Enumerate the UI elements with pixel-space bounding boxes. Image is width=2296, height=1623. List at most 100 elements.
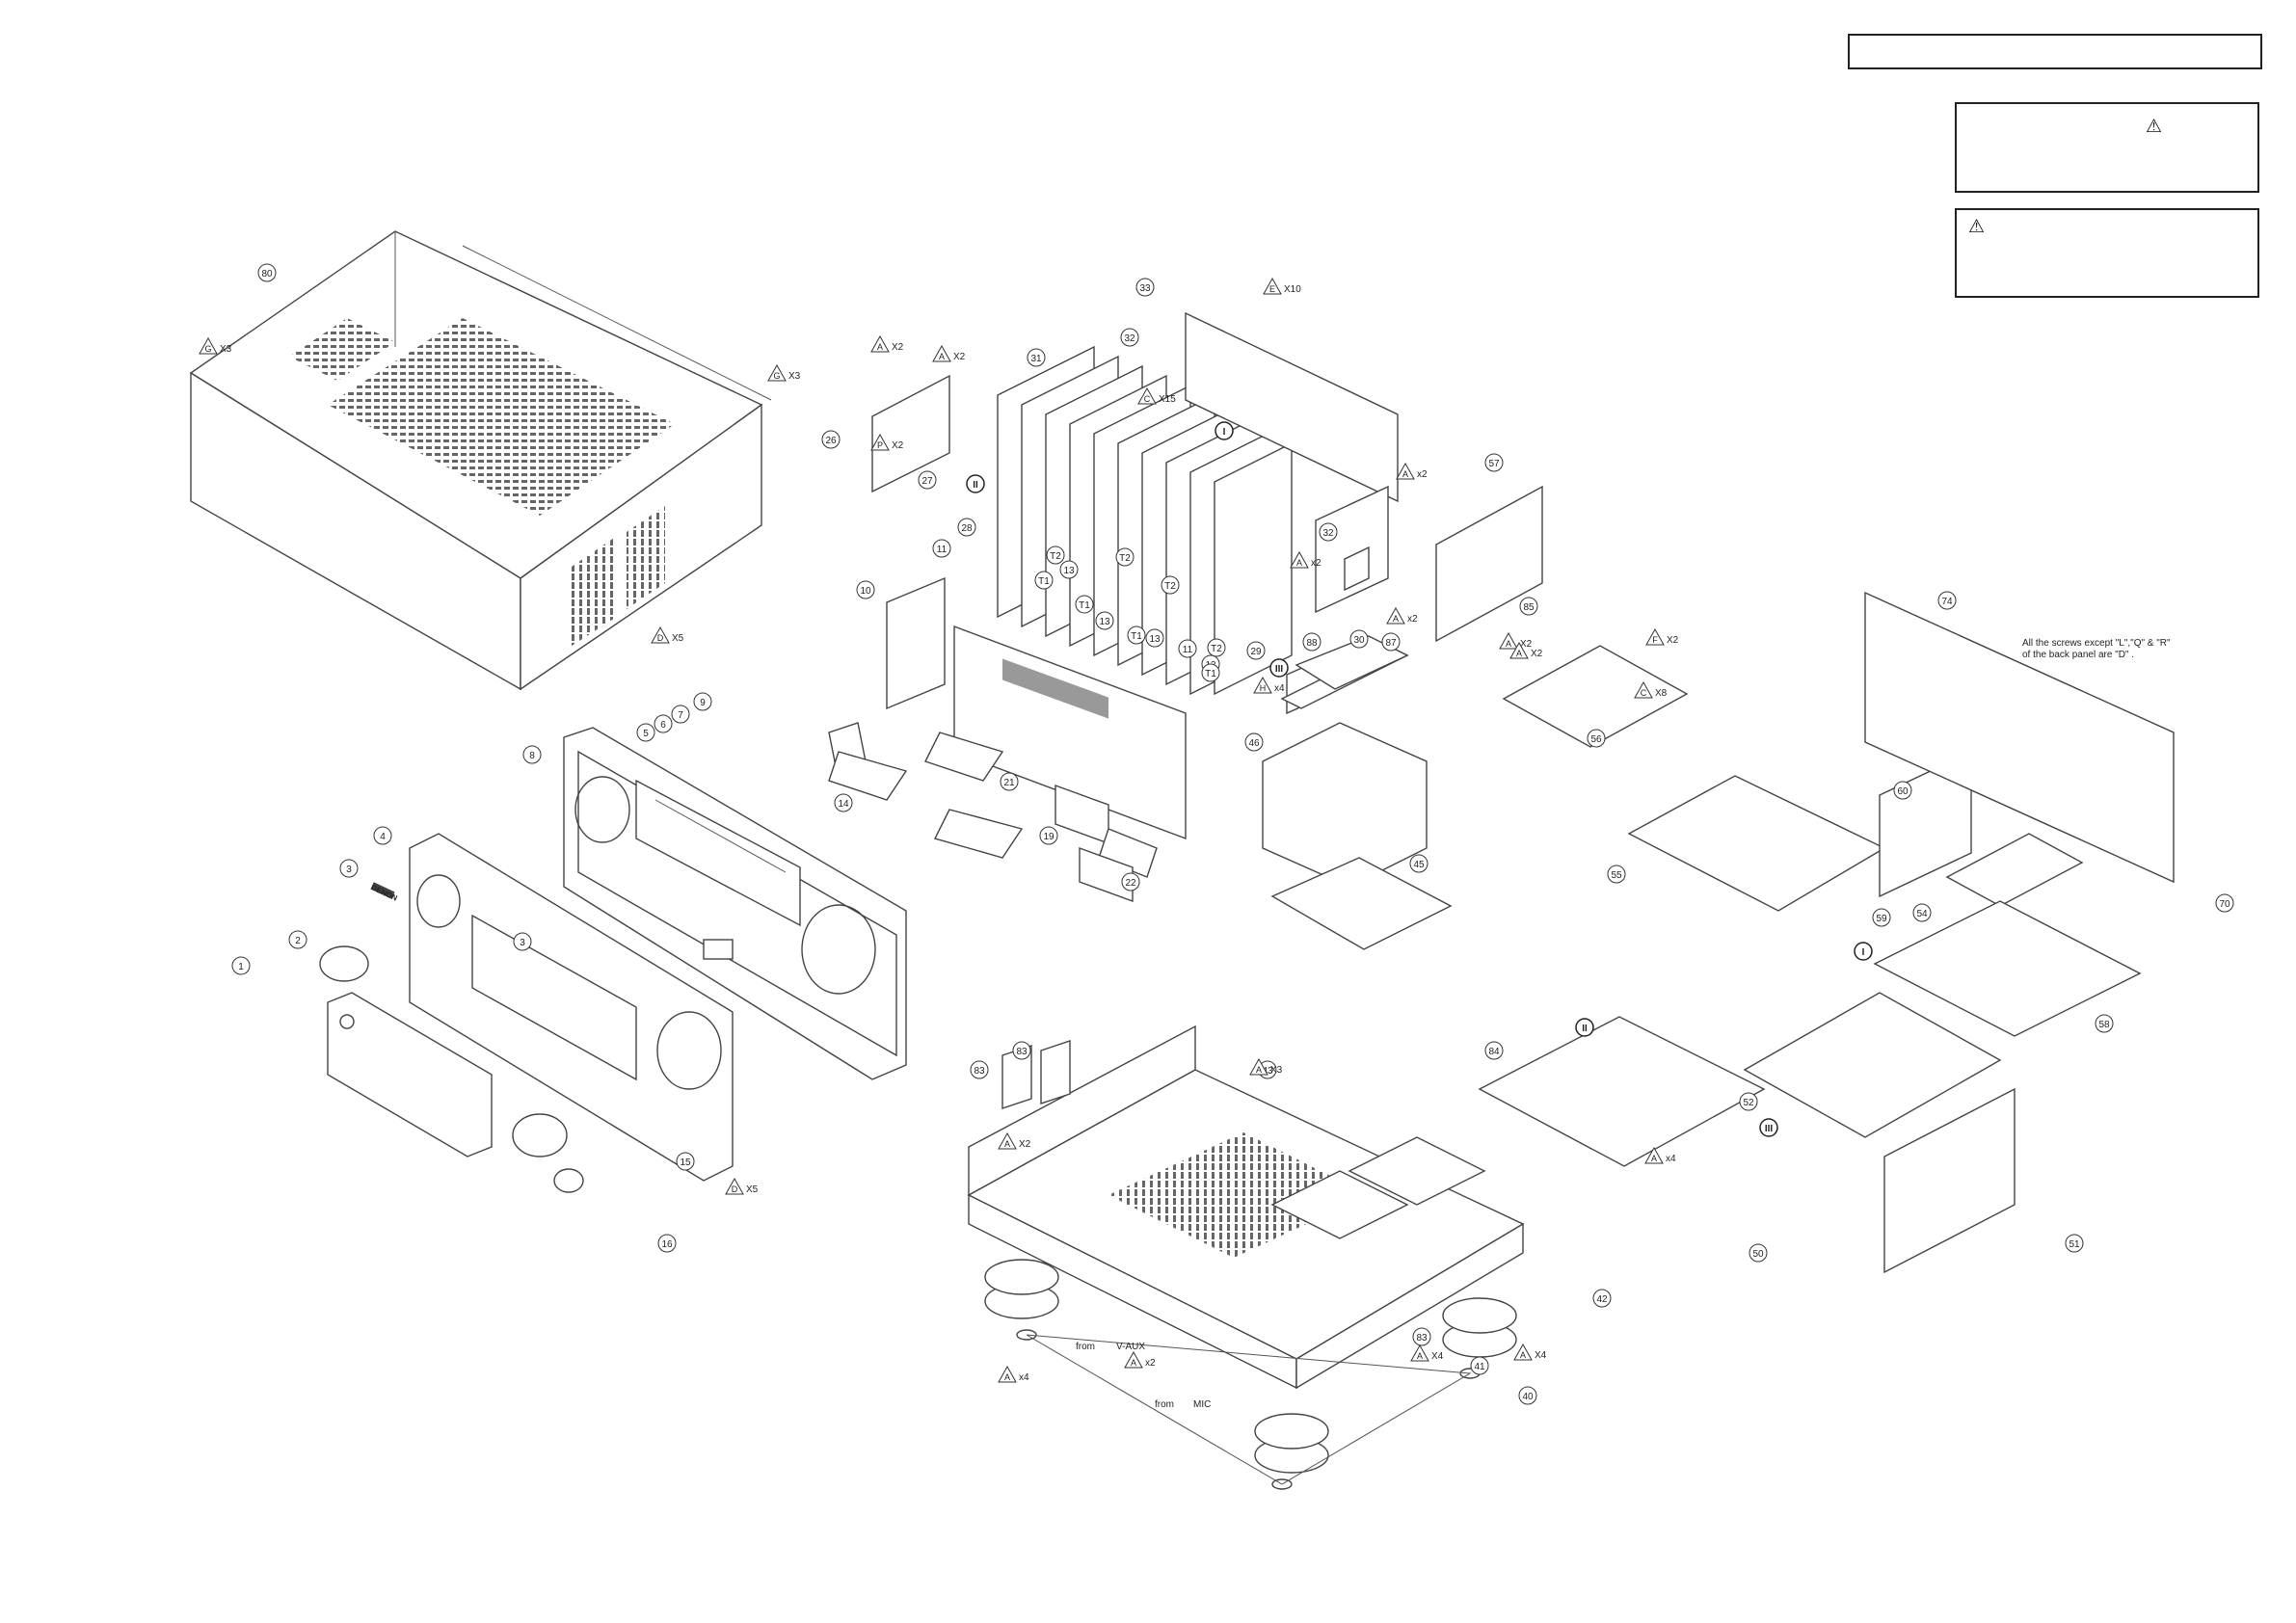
front-boards: [828, 576, 1187, 902]
part-label-circle: [1302, 632, 1322, 652]
screw-marker-triangle: [1137, 386, 1157, 405]
part-label-text: 58: [2098, 1020, 2110, 1030]
part-label-text: 32: [1124, 333, 1135, 344]
part-label-text: 9: [700, 698, 706, 708]
feet: [984, 1259, 1517, 1490]
screw-marker-triangle: [199, 336, 218, 355]
part-label-80: 80: [257, 263, 277, 282]
part-label-circle: [636, 723, 655, 742]
part-label-circle: [1519, 597, 1538, 616]
part-label-70: 70: [2215, 893, 2234, 913]
part-label-4: 4: [373, 826, 392, 845]
screw-quantity: X3: [220, 344, 232, 355]
top-cover: [189, 230, 772, 691]
screw-quantity: X2: [1019, 1139, 1031, 1150]
safety-note-box: ⚠: [1955, 102, 2259, 193]
part-label-text: 88: [1306, 638, 1318, 649]
screw-marker-letter: A: [1516, 649, 1522, 658]
screw-marker-triangle: [1499, 631, 1518, 650]
part-label-circle: [1000, 772, 1019, 791]
part-label-text: 56: [1590, 734, 1602, 745]
part-label-11: 11: [932, 539, 951, 558]
part-label-text: 10: [860, 586, 871, 597]
part-label-text: T2: [1119, 553, 1131, 564]
part-label-84: 84: [1484, 1041, 1504, 1060]
part-label-text: 29: [1250, 647, 1262, 657]
part-label-circle: [339, 859, 359, 878]
screw-marker-letter: C: [1144, 394, 1151, 404]
screw-marker-triangle: [998, 1131, 1017, 1150]
amp-board-assembly: [871, 311, 1409, 715]
part-label-13: 13: [1145, 628, 1164, 648]
part-label-circle: [1095, 611, 1114, 630]
part-label-circle: [1178, 639, 1197, 658]
part-label-text: 40: [1522, 1392, 1534, 1402]
part-label-text: 14: [838, 799, 849, 810]
part-label-text: 8: [529, 751, 535, 761]
screw-quantity: X10: [1284, 284, 1301, 295]
screw-quantity: X3: [788, 371, 801, 382]
part-label-83: 83: [1012, 1041, 1031, 1060]
screw-marker-triangle: [1124, 1350, 1143, 1369]
part-label-15: 15: [676, 1152, 695, 1171]
screw-quantity: X2: [1531, 649, 1543, 659]
front-sub-panel: [370, 833, 734, 1182]
part-label-text: 60: [1897, 786, 1909, 797]
screw-note-line2: of the back panel are "D" .: [2022, 650, 2134, 660]
part-label-text: 42: [1596, 1294, 1608, 1305]
part-label-circle: [1027, 348, 1046, 367]
screw-marker-triangle: [1410, 1344, 1429, 1362]
part-label-50: 50: [1749, 1243, 1768, 1263]
part-label-T2: T2: [1115, 547, 1135, 567]
part-label-6: 6: [654, 714, 673, 733]
part-label-circle: [1034, 571, 1054, 590]
part-label-text: 21: [1003, 778, 1015, 788]
part-label-text: 11: [937, 545, 948, 555]
part-label-circle: [2095, 1014, 2114, 1033]
screw-marker-letter: A: [1296, 558, 1302, 568]
screw-marker-triangle: [1634, 680, 1653, 699]
part-label-circle: [2065, 1234, 2084, 1253]
part-label-text: 22: [1125, 878, 1136, 889]
part-label-text: 87: [1385, 638, 1397, 649]
part-label-circle: [1120, 328, 1139, 347]
roman-marker: I: [1215, 421, 1234, 440]
part-label-circle: [1207, 638, 1226, 657]
screw-marker-letter: A: [1131, 1358, 1136, 1368]
screw-marker-letter: G: [204, 344, 211, 354]
part-label-text: 1: [238, 962, 244, 972]
part-label-text: 32: [1322, 528, 1334, 539]
part-label-circle: [1912, 903, 1932, 922]
part-label-30: 30: [1349, 629, 1369, 649]
part-label-text: 3: [346, 865, 352, 875]
screw-quantity: x2: [1407, 614, 1418, 625]
part-label-circle: [918, 470, 937, 490]
roman-marker-circle: [1269, 658, 1289, 678]
part-label-83: 83: [970, 1060, 989, 1079]
screw-marker-triangle: [870, 334, 890, 353]
part-label-51: 51: [2065, 1234, 2084, 1253]
roman-marker: II: [1575, 1018, 1594, 1037]
part-label-text: T1: [1205, 669, 1216, 679]
part-label-1: 1: [231, 956, 251, 975]
part-label-circle: [671, 705, 690, 724]
screw-quantity: X2: [892, 342, 904, 353]
part-label-text: 13: [1099, 617, 1110, 627]
part-label-83: 83: [1412, 1327, 1431, 1346]
part-label-circle: [1607, 865, 1626, 884]
transformer: [1262, 635, 1453, 950]
part-label-circle: [1937, 591, 1957, 610]
screw-marker-triangle: [932, 344, 951, 362]
screw-marker-letter: D: [732, 1184, 738, 1194]
part-label-text: 55: [1611, 870, 1622, 881]
